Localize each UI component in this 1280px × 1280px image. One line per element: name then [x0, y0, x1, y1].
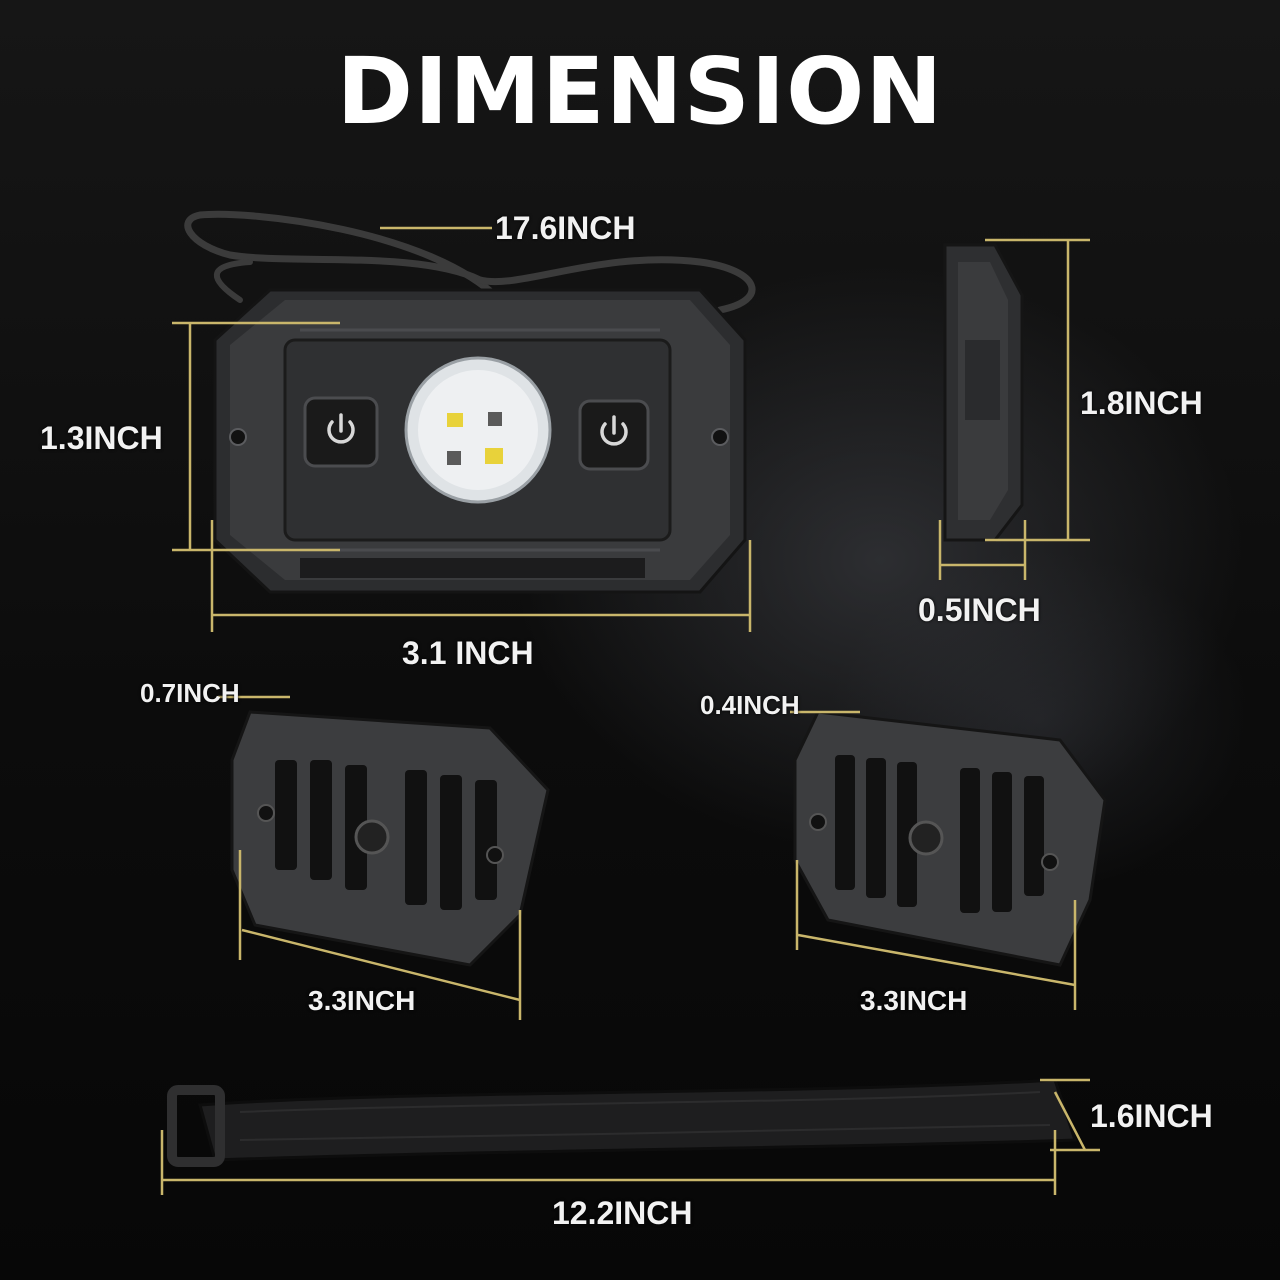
strap-length-label: 12.2INCH	[552, 1195, 693, 1231]
led-chip-yellow	[447, 413, 463, 427]
mounting-bracket-left	[230, 710, 550, 967]
bracket1-thickness-label: 0.7INCH	[140, 678, 240, 708]
led-chip-yellow	[485, 448, 503, 464]
page-title: DIMENSION	[336, 38, 944, 145]
rock-light-side-view	[943, 243, 1024, 542]
cable-length-label: 17.6INCH	[495, 210, 636, 246]
light-height-label: 1.3INCH	[40, 420, 163, 456]
cable	[184, 210, 756, 314]
dimension-lines	[160, 226, 1100, 1195]
bracket2-length-label: 3.3INCH	[860, 985, 968, 1016]
mounting-bracket-right	[793, 710, 1107, 967]
side-height-label: 1.8INCH	[1080, 385, 1203, 421]
bracket1-length-label: 3.3INCH	[308, 985, 416, 1016]
rock-light-housing	[213, 288, 747, 594]
mounting-hole-left	[229, 428, 247, 446]
strap-width-label: 1.6INCH	[1090, 1098, 1213, 1134]
light-width-label: 3.1 INCH	[402, 635, 534, 671]
side-depth-label: 0.5INCH	[918, 592, 1041, 628]
strap-buckle	[167, 1085, 225, 1167]
power-button-icon	[303, 396, 379, 468]
mounting-hole-right	[711, 428, 729, 446]
velcro-strap	[167, 1078, 1078, 1167]
power-button-icon	[578, 399, 650, 471]
bracket2-thickness-label: 0.4INCH	[700, 690, 800, 720]
